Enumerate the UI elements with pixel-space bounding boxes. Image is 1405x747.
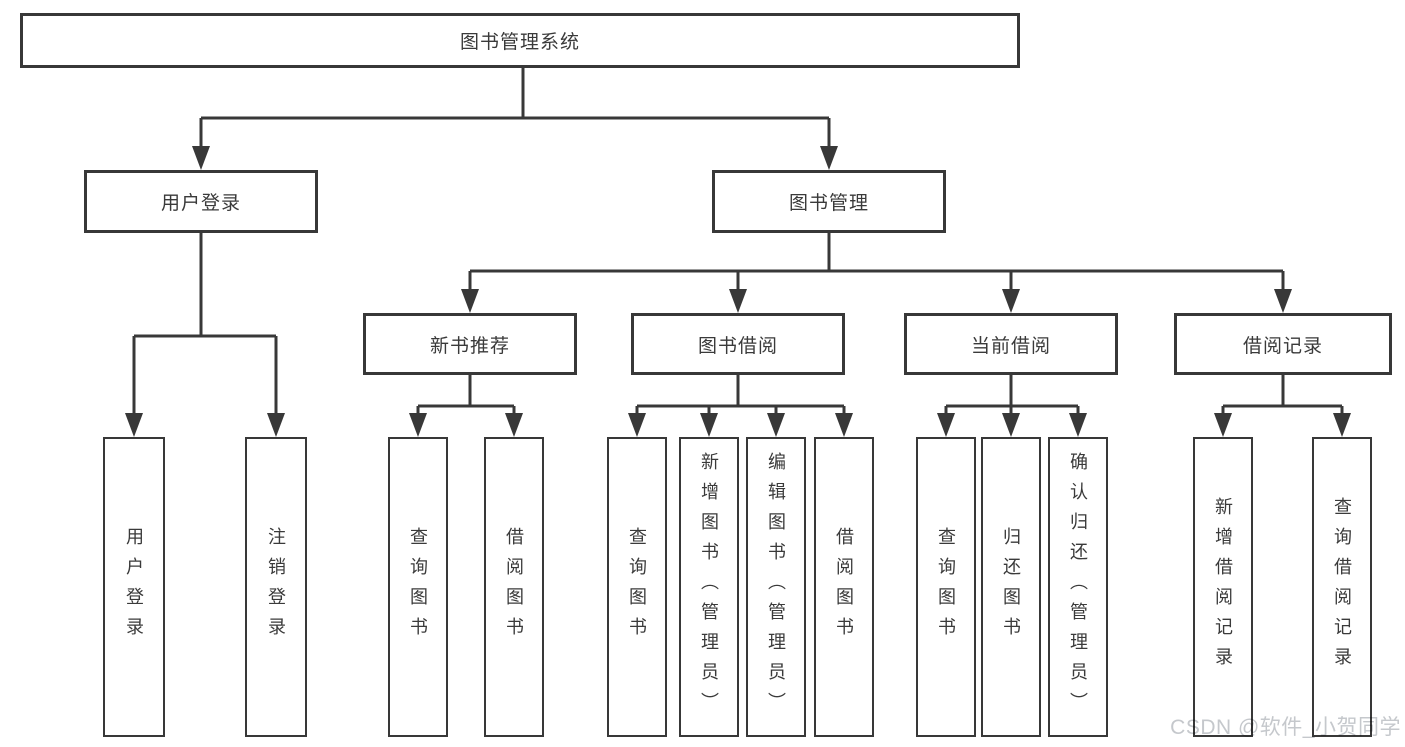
leaf-confirm-return-admin: 确认归还（管理员） [1048,437,1108,737]
node-current-borrowing-label: 当前借阅 [970,335,1051,357]
node-book-borrowing-label: 图书借阅 [697,335,778,357]
leaf-add-books-admin: 新增图书（管理员） [679,437,739,737]
leaf-query-books-borrowing-label: 查询图书 [627,527,647,647]
node-new-book-recommend: 新书推荐 [363,313,577,375]
leaf-user-login-label: 用户登录 [124,527,144,647]
leaf-query-books-borrowing: 查询图书 [607,437,667,737]
node-library-system-label: 图书管理系统 [459,32,580,53]
leaf-confirm-return-admin-label: 确认归还（管理员） [1068,452,1088,722]
leaf-return-books: 归还图书 [981,437,1041,737]
leaf-user-login: 用户登录 [103,437,165,737]
leaf-query-books-current: 查询图书 [916,437,976,737]
node-borrowing-records: 借阅记录 [1174,313,1392,375]
node-user-login-label: 用户登录 [160,193,241,214]
leaf-edit-books-admin: 编辑图书（管理员） [746,437,806,737]
leaf-edit-books-admin-label: 编辑图书（管理员） [766,452,786,722]
leaf-borrow-books-recommend-label: 借阅图书 [504,527,524,647]
leaf-return-books-label: 归还图书 [1001,527,1021,647]
leaf-query-borrow-record-label: 查询借阅记录 [1332,497,1352,677]
node-user-login: 用户登录 [84,170,318,233]
node-book-borrowing: 图书借阅 [631,313,845,375]
node-library-system: 图书管理系统 [20,13,1020,68]
leaf-query-books-current-label: 查询图书 [936,527,956,647]
node-new-book-recommend-label: 新书推荐 [429,335,510,357]
leaf-add-borrow-record-label: 新增借阅记录 [1213,497,1233,677]
leaf-logout: 注销登录 [245,437,307,737]
leaf-logout-label: 注销登录 [266,527,286,647]
node-book-management-label: 图书管理 [788,193,869,214]
node-book-management: 图书管理 [712,170,946,233]
leaf-borrow-books-borrowing-label: 借阅图书 [834,527,854,647]
leaf-borrow-books-borrowing: 借阅图书 [814,437,874,737]
watermark: CSDN @软件_小贺同学 [1170,716,1401,739]
leaf-borrow-books-recommend: 借阅图书 [484,437,544,737]
leaf-query-books-recommend: 查询图书 [388,437,448,737]
node-current-borrowing: 当前借阅 [904,313,1118,375]
node-borrowing-records-label: 借阅记录 [1242,335,1323,357]
leaf-add-books-admin-label: 新增图书（管理员） [699,452,719,722]
leaf-query-borrow-record: 查询借阅记录 [1312,437,1372,737]
leaf-add-borrow-record: 新增借阅记录 [1193,437,1253,737]
leaf-query-books-recommend-label: 查询图书 [408,527,428,647]
